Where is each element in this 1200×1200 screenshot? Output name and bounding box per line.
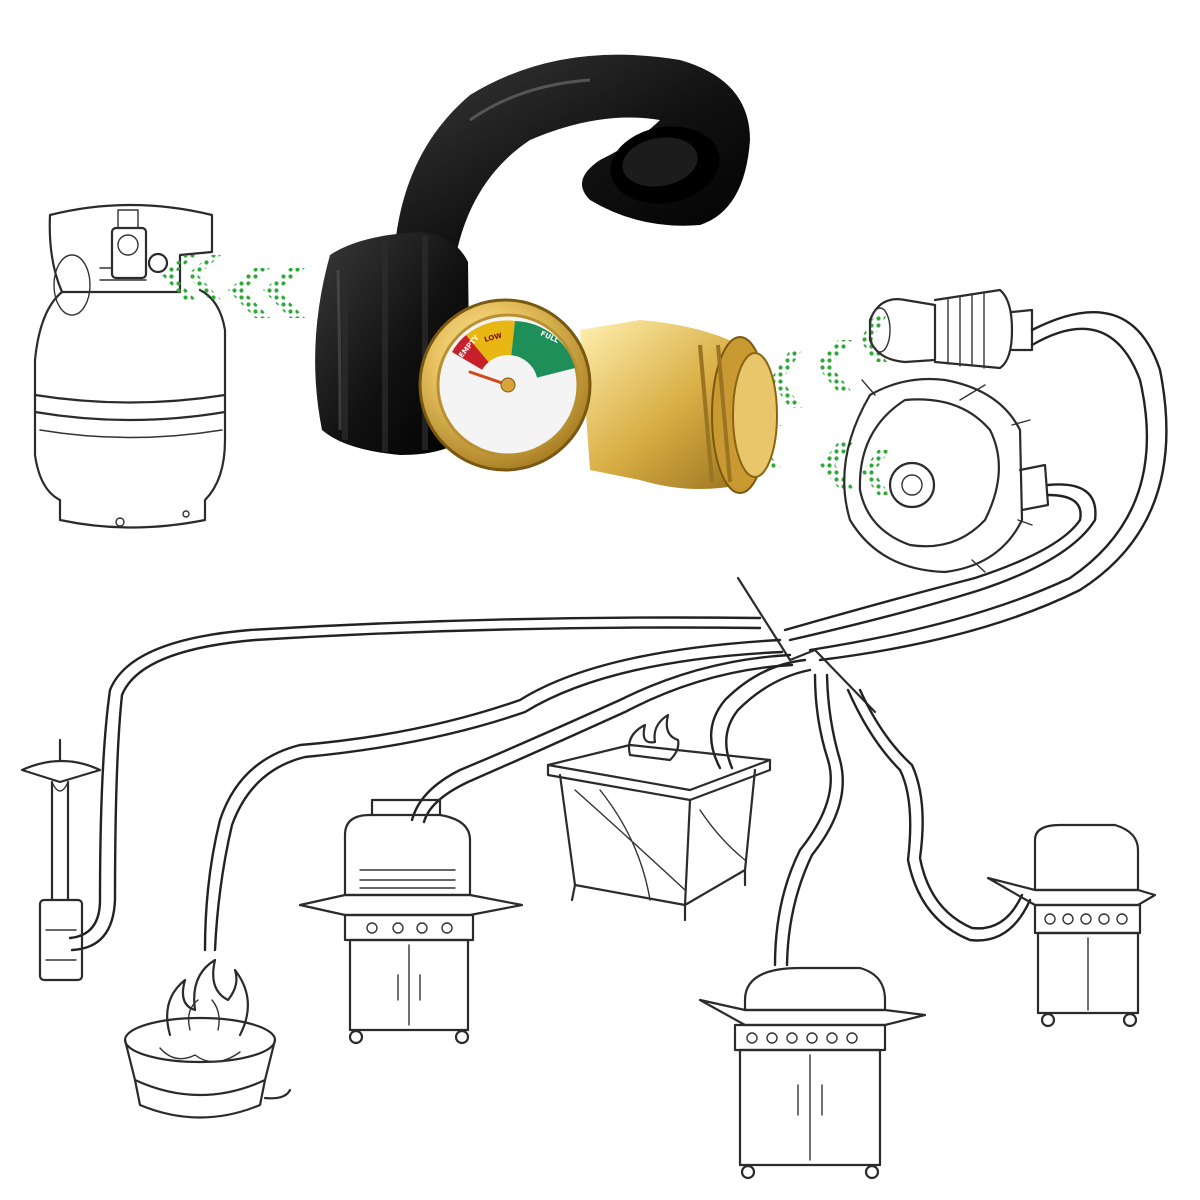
tank-valve <box>99 209 169 281</box>
brass-body <box>580 320 778 494</box>
pol-fitting <box>868 288 1034 370</box>
arrow-tank-2 <box>228 268 305 318</box>
gas-grill-side <box>986 823 1157 1028</box>
arrow-hose-top <box>770 315 887 408</box>
rubber-strap <box>395 54 750 261</box>
gas-grill-small <box>298 798 524 1045</box>
propane-tank <box>33 203 227 529</box>
fire-table <box>546 713 772 922</box>
pressure-gauge: EMPTY LOW FULL <box>418 298 592 472</box>
fire-pit <box>123 958 292 1119</box>
qcc-type1-fitting <box>843 377 1050 574</box>
patio-heater <box>20 738 102 982</box>
gas-grill-large <box>698 966 927 1180</box>
arrow-tank-1 <box>162 255 221 300</box>
hose-bundle <box>68 310 1168 967</box>
propane-adapter: EMPTY LOW FULL <box>315 54 778 494</box>
